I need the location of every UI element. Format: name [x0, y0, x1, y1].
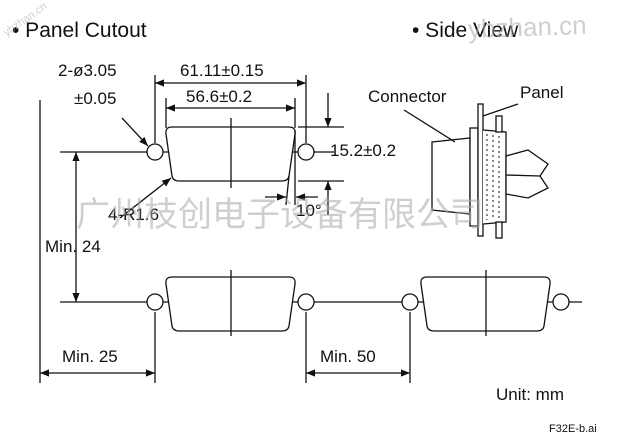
angle-10 [265, 130, 318, 206]
dim-61-11 [154, 75, 307, 143]
dim-15-2 [298, 93, 344, 215]
side-view-connector [431, 103, 549, 239]
label-min-25: Min. 25 [62, 347, 118, 366]
leader-connector [403, 109, 456, 143]
bottom-hole-4 [552, 293, 570, 311]
dim-56-6 [165, 98, 296, 128]
label-panel: Panel [520, 83, 564, 102]
label-connector: Connector [368, 87, 447, 106]
bottom-hole-2 [297, 293, 315, 311]
top-cutout [60, 118, 334, 188]
leader-holes [121, 117, 149, 147]
leader-radius [119, 177, 172, 219]
label-width-outer: 61.11±0.15 [180, 61, 264, 80]
bottom-cutouts [60, 270, 582, 336]
top-hole-left [146, 143, 164, 161]
heading-panel-cutout: • Panel Cutout [12, 19, 147, 42]
watermark-company: 广州枝创电子设备有限公司 [76, 195, 484, 235]
label-width-inner: 56.6±0.2 [186, 87, 253, 106]
label-min-50: Min. 50 [320, 347, 376, 366]
bottom-hole-3 [401, 293, 419, 311]
label-holes-diameter: 2-ø3.05 [58, 61, 117, 80]
label-min-24: Min. 24 [45, 237, 101, 256]
side-view-latch [505, 149, 549, 199]
watermark-site: ybzhan.cn [467, 9, 588, 45]
label-radius: 4-R1.6 [108, 205, 160, 224]
label-file: F32E-b.ai [549, 423, 597, 435]
label-holes-tolerance: ±0.05 [74, 89, 117, 108]
heading-side-view: • Side View [412, 19, 519, 42]
dim-min-25 [39, 100, 156, 383]
dim-min-50 [305, 312, 411, 383]
leader-panel [482, 103, 519, 117]
top-hole-right [297, 143, 315, 161]
label-height: 15.2±0.2 [330, 141, 397, 160]
label-angle: 10° [296, 201, 322, 220]
bottom-hole-1 [146, 293, 164, 311]
label-unit: Unit: mm [496, 385, 564, 404]
